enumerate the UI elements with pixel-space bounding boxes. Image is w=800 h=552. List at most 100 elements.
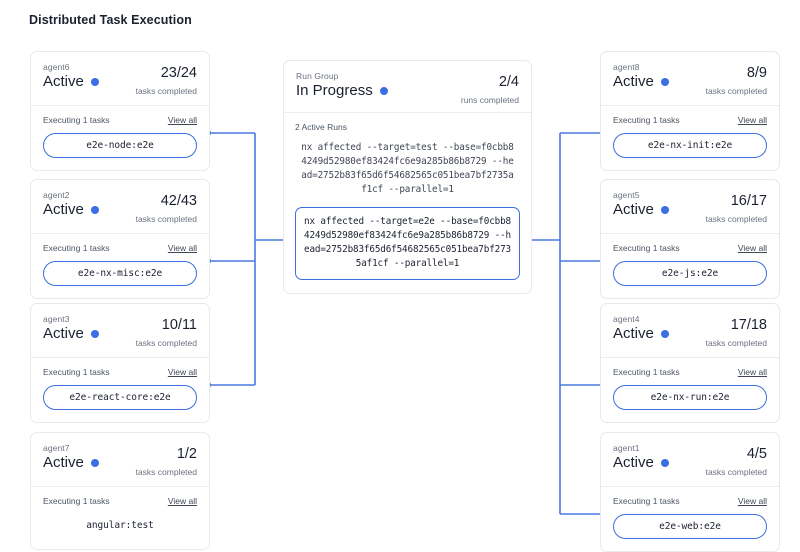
agent-status: Active bbox=[613, 74, 767, 89]
task-pill[interactable]: e2e-nx-run:e2e bbox=[613, 385, 767, 410]
agent-task-count-label: tasks completed bbox=[705, 338, 767, 348]
status-dot-icon bbox=[90, 329, 99, 338]
run-group-count-label: runs completed bbox=[460, 95, 519, 105]
status-dot-icon bbox=[660, 205, 669, 214]
status-dot-icon bbox=[90, 458, 99, 467]
agent-card-body: Executing 1 tasks View all e2e-nx-run:e2… bbox=[601, 358, 779, 422]
view-all-link[interactable]: View all bbox=[167, 367, 197, 377]
agent-task-count: 4/5 bbox=[746, 446, 767, 462]
agent-status-label: Active bbox=[43, 454, 84, 471]
agent-name: agent4 bbox=[613, 314, 640, 324]
agent-task-count-label: tasks completed bbox=[705, 214, 767, 224]
active-runs-section: 2 Active Runs nx affected --target=test … bbox=[284, 113, 531, 293]
executing-label: Executing 1 tasks bbox=[43, 367, 110, 377]
agent-status: Active bbox=[613, 455, 767, 470]
status-dot-icon bbox=[660, 329, 669, 338]
agent-card-agent5[interactable]: agent5 Active 16/17 tasks completed Exec… bbox=[600, 179, 780, 299]
agent-status-label: Active bbox=[613, 73, 654, 90]
agent-status: Active bbox=[43, 74, 197, 89]
run-group-label: Run Group bbox=[296, 71, 339, 81]
agent-name: agent1 bbox=[613, 443, 640, 453]
agent-card-agent4[interactable]: agent4 Active 17/18 tasks completed Exec… bbox=[600, 303, 780, 423]
agent-task-count-label: tasks completed bbox=[135, 214, 197, 224]
agent-card-body: Executing 1 tasks View all angular:test bbox=[31, 487, 209, 549]
view-all-link[interactable]: View all bbox=[167, 496, 197, 506]
agent-task-count: 10/11 bbox=[161, 317, 197, 333]
view-all-link[interactable]: View all bbox=[167, 243, 197, 253]
agent-task-count: 16/17 bbox=[730, 193, 767, 209]
agent-card-agent6[interactable]: agent6 Active 23/24 tasks completed Exec… bbox=[30, 51, 210, 171]
agent-card-agent8[interactable]: agent8 Active 8/9 tasks completed Execut… bbox=[600, 51, 780, 171]
agent-name: agent2 bbox=[43, 190, 70, 200]
agent-status: Active bbox=[613, 202, 767, 217]
agent-status-label: Active bbox=[613, 454, 654, 471]
view-all-link[interactable]: View all bbox=[737, 243, 767, 253]
executing-label: Executing 1 tasks bbox=[43, 115, 110, 125]
view-all-link[interactable]: View all bbox=[167, 115, 197, 125]
run-group-card[interactable]: Run Group In Progress 2/4 runs completed… bbox=[283, 60, 532, 294]
agent-name: agent3 bbox=[43, 314, 70, 324]
agent-status-label: Active bbox=[43, 201, 84, 218]
agent-card-header: agent8 Active 8/9 tasks completed bbox=[601, 52, 779, 106]
run-group-status: In Progress bbox=[296, 83, 519, 98]
run-command-highlighted[interactable]: nx affected --target=e2e --base=f0cbb842… bbox=[295, 206, 520, 280]
agent-name: agent5 bbox=[613, 190, 640, 200]
task-pill[interactable]: e2e-node:e2e bbox=[43, 133, 197, 158]
agent-card-body: Executing 1 tasks View all e2e-react-cor… bbox=[31, 358, 209, 422]
active-runs-label: 2 Active Runs bbox=[295, 122, 347, 132]
task-pill[interactable]: e2e-web:e2e bbox=[613, 514, 767, 539]
agent-task-count: 1/2 bbox=[176, 446, 197, 462]
agent-card-header: agent6 Active 23/24 tasks completed bbox=[31, 52, 209, 106]
agent-status: Active bbox=[43, 326, 197, 341]
run-group-status-label: In Progress bbox=[296, 82, 373, 99]
agent-card-body: Executing 1 tasks View all e2e-node:e2e bbox=[31, 106, 209, 170]
agent-task-count-label: tasks completed bbox=[705, 467, 767, 477]
agent-card-body: Executing 1 tasks View all e2e-js:e2e bbox=[601, 234, 779, 298]
agent-task-count-label: tasks completed bbox=[135, 338, 197, 348]
view-all-link[interactable]: View all bbox=[737, 496, 767, 506]
agent-status-label: Active bbox=[613, 325, 654, 342]
agent-card-header: agent5 Active 16/17 tasks completed bbox=[601, 180, 779, 234]
agent-card-body: Executing 1 tasks View all e2e-nx-init:e… bbox=[601, 106, 779, 170]
agent-card-agent7[interactable]: agent7 Active 1/2 tasks completed Execut… bbox=[30, 432, 210, 550]
task-pill[interactable]: e2e-nx-init:e2e bbox=[613, 133, 767, 158]
agent-task-count: 42/43 bbox=[160, 193, 197, 209]
agent-card-header: agent7 Active 1/2 tasks completed bbox=[31, 433, 209, 487]
task-label[interactable]: angular:test bbox=[86, 520, 154, 531]
executing-label: Executing 1 tasks bbox=[613, 243, 680, 253]
agent-status-label: Active bbox=[43, 73, 84, 90]
agent-name: agent7 bbox=[43, 443, 70, 453]
agent-task-count-label: tasks completed bbox=[135, 467, 197, 477]
agent-card-agent2[interactable]: agent2 Active 42/43 tasks completed Exec… bbox=[30, 179, 210, 299]
agent-status: Active bbox=[43, 455, 197, 470]
task-pill[interactable]: e2e-js:e2e bbox=[613, 261, 767, 286]
agent-card-header: agent2 Active 42/43 tasks completed bbox=[31, 180, 209, 234]
view-all-link[interactable]: View all bbox=[737, 367, 767, 377]
agent-status-label: Active bbox=[613, 201, 654, 218]
agent-status-label: Active bbox=[43, 325, 84, 342]
agent-name: agent8 bbox=[613, 62, 640, 72]
status-dot-icon bbox=[379, 86, 388, 95]
executing-label: Executing 1 tasks bbox=[613, 367, 680, 377]
status-dot-icon bbox=[660, 458, 669, 467]
view-all-link[interactable]: View all bbox=[737, 115, 767, 125]
agent-card-agent3[interactable]: agent3 Active 10/11 tasks completed Exec… bbox=[30, 303, 210, 423]
task-pill[interactable]: e2e-nx-misc:e2e bbox=[43, 261, 197, 286]
task-pill[interactable]: e2e-react-core:e2e bbox=[43, 385, 197, 410]
agent-name: agent6 bbox=[43, 62, 70, 72]
agent-card-body: Executing 1 tasks View all e2e-web:e2e bbox=[601, 487, 779, 551]
executing-label: Executing 1 tasks bbox=[613, 115, 680, 125]
agent-card-header: agent4 Active 17/18 tasks completed bbox=[601, 304, 779, 358]
agent-task-count: 8/9 bbox=[746, 65, 767, 81]
agent-task-count: 17/18 bbox=[730, 317, 767, 333]
agent-task-count-label: tasks completed bbox=[705, 86, 767, 96]
run-command[interactable]: nx affected --target=test --base=f0cbb84… bbox=[301, 142, 514, 196]
agent-card-header: agent1 Active 4/5 tasks completed bbox=[601, 433, 779, 487]
agent-status: Active bbox=[613, 326, 767, 341]
agent-card-body: Executing 1 tasks View all e2e-nx-misc:e… bbox=[31, 234, 209, 298]
agent-card-agent1[interactable]: agent1 Active 4/5 tasks completed Execut… bbox=[600, 432, 780, 552]
executing-label: Executing 1 tasks bbox=[43, 496, 110, 506]
executing-label: Executing 1 tasks bbox=[613, 496, 680, 506]
status-dot-icon bbox=[90, 205, 99, 214]
agent-task-count-label: tasks completed bbox=[135, 86, 197, 96]
